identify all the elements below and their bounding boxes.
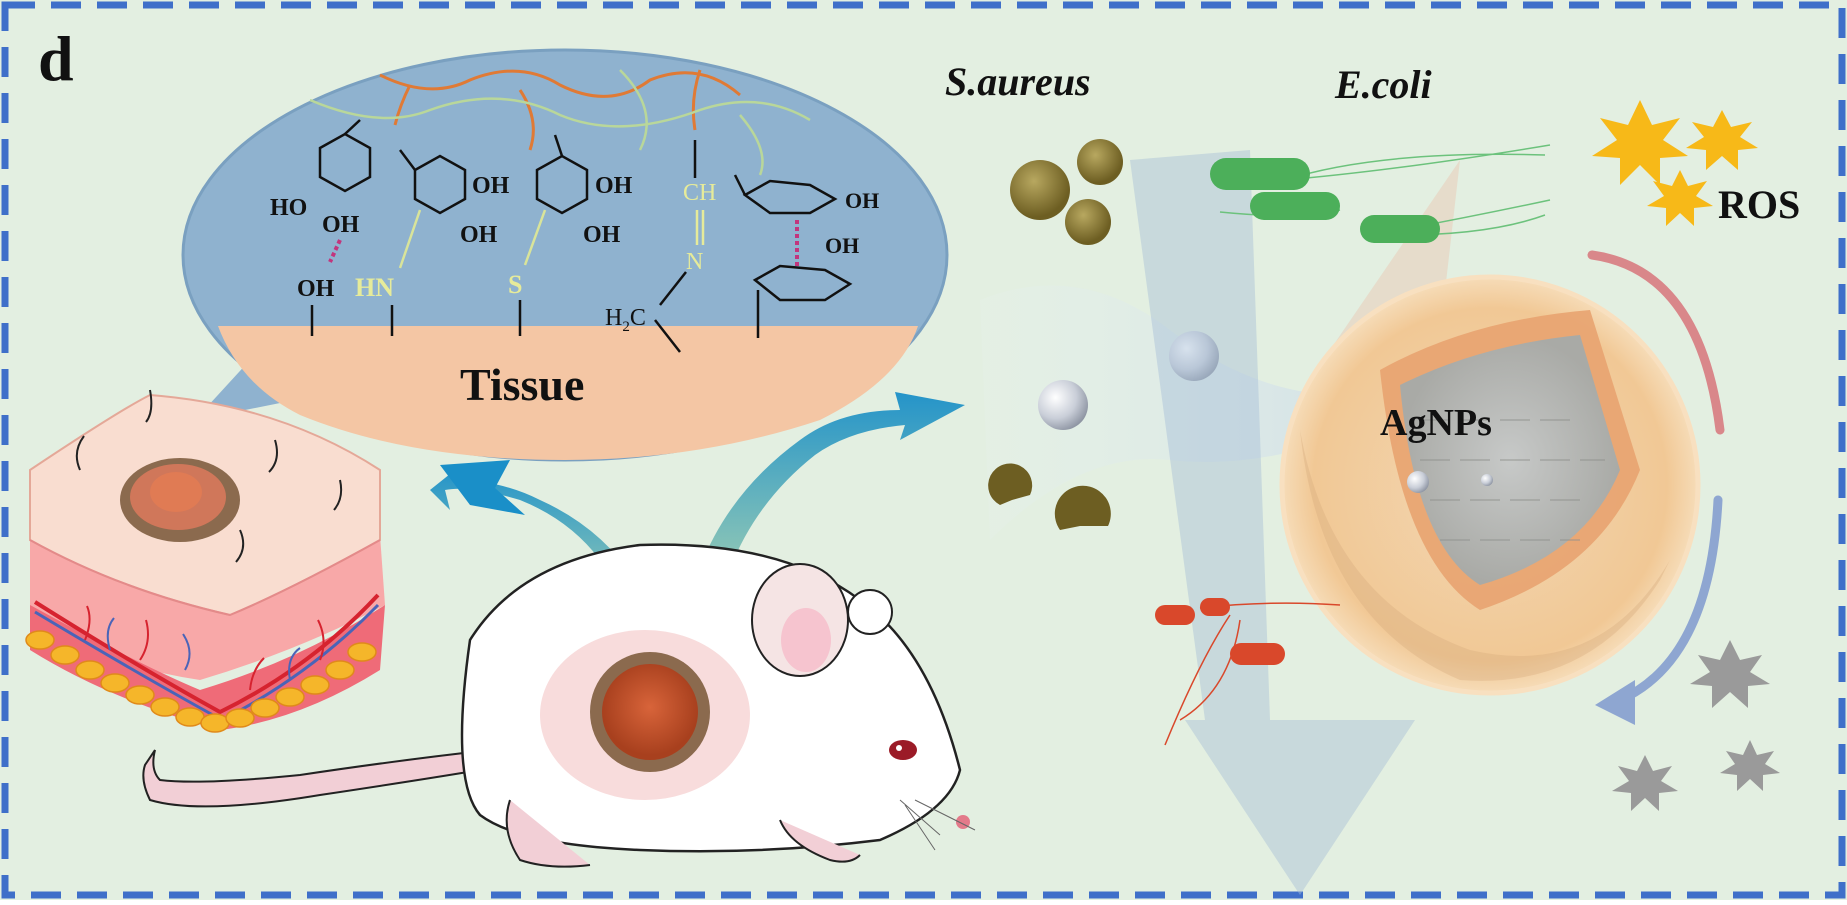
catechol-1-oh: OH <box>322 212 360 238</box>
damaged-e-coli <box>1155 598 1341 746</box>
methylene-group: H2C <box>605 305 646 335</box>
amine-label: HN <box>355 273 394 302</box>
methylene-h: H <box>605 305 622 331</box>
ros-label: ROS <box>1718 182 1800 227</box>
polymer-chain-green <box>309 97 811 128</box>
tissue-region <box>218 326 918 460</box>
s-aureus-damaged <box>988 463 1111 530</box>
e-coli-label: E.coli <box>1334 62 1432 107</box>
methylene-sub: 2 <box>622 319 630 335</box>
tissue-oh: OH <box>297 276 335 302</box>
s-aureus-cells <box>1010 139 1123 245</box>
polymer-chain-orange <box>379 69 741 98</box>
ros-cycle-arrow-red <box>1587 250 1725 435</box>
agnp-sphere-2 <box>1169 331 1219 381</box>
mouse-illustration <box>142 543 976 868</box>
catechol-4-oh-bottom: OH <box>825 233 859 258</box>
agnps-label: AgNPs <box>1380 402 1492 444</box>
thiol-label: S <box>508 270 522 299</box>
agnp-sphere-1 <box>1038 380 1088 430</box>
catechol-3-oh-bottom: OH <box>583 222 621 248</box>
panel-label: d <box>38 23 74 94</box>
s-aureus-label: S.aureus <box>945 59 1091 104</box>
catechol-3-oh-top: OH <box>595 173 633 199</box>
catechol-1-ho: HO <box>270 195 307 221</box>
catechol-4-oh-top: OH <box>845 188 879 213</box>
ros-grey-stars <box>1612 640 1780 811</box>
release-flow <box>980 285 1360 540</box>
ros-cycle-arrow-blue <box>1615 495 1723 705</box>
killing-arrow <box>1130 150 1415 895</box>
catechol-2-oh-bottom: OH <box>460 222 498 248</box>
tissue-label: Tissue <box>460 359 584 410</box>
hydrogel-nanoparticle: AgNPs <box>1279 274 1701 696</box>
ros-yellow-stars <box>1592 100 1758 226</box>
imine-n: N <box>686 249 703 275</box>
imine-ch: CH <box>683 180 716 206</box>
fat-cells <box>25 630 377 733</box>
adhesion-chemistry-bubble: Tissue HO OH OH OH OH HN OH OH S <box>181 48 949 462</box>
catechol-2-oh-top: OH <box>472 173 510 199</box>
methylene-c: C <box>630 305 646 331</box>
e-coli-cells <box>1210 144 1551 243</box>
skin-tissue-block <box>25 389 385 733</box>
